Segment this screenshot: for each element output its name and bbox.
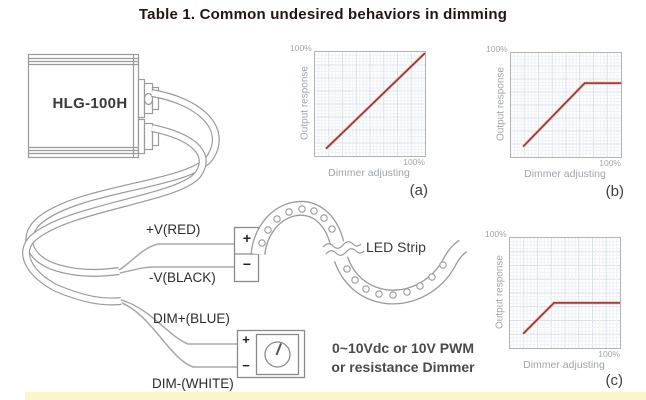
knob-pointer xyxy=(275,343,282,356)
chart-b-tag: (b) xyxy=(605,183,624,200)
chart-a-xmax: 100% xyxy=(403,157,425,167)
led-dots xyxy=(258,205,447,299)
terminal-minus-sign: − xyxy=(242,256,252,272)
chart-b-xmax: 100% xyxy=(599,158,621,168)
chart-b-plot-area xyxy=(510,52,622,158)
led-strip xyxy=(250,200,468,305)
chart-b-plot xyxy=(511,53,621,157)
chart-c: 100% Output response 100% Dimmer adjusti… xyxy=(481,226,639,398)
chart-c-ymax: 100% xyxy=(485,229,507,239)
bottom-accent-band xyxy=(25,392,646,400)
chart-b: 100% Output response 100% Dimmer adjusti… xyxy=(482,41,640,213)
chart-a-xlabel: Dimmer adjusting xyxy=(328,167,410,179)
chart-c-xlabel: Dimmer adjusting xyxy=(523,359,605,371)
wire-label-dim-minus: DIM-(WHITE) xyxy=(152,376,234,391)
chart-a-plot-area xyxy=(314,51,426,157)
wire-label-dim-plus: DIM+(BLUE) xyxy=(153,311,230,326)
chart-c-plot-area xyxy=(509,237,621,349)
dim-wires xyxy=(120,299,237,368)
chart-a: 100% Output response 100% Dimmer adjusti… xyxy=(286,40,444,212)
dimmer-box xyxy=(236,329,306,379)
chart-c-plot xyxy=(510,238,620,348)
led-strip-label: LED Strip xyxy=(366,239,426,255)
page-title: Table 1. Common undesired behaviors in d… xyxy=(138,6,508,23)
chart-b-xlabel: Dimmer adjusting xyxy=(524,168,606,180)
cable-gland-upper xyxy=(137,78,160,119)
chart-a-ymax: 100% xyxy=(290,43,312,53)
dim-cable xyxy=(22,124,207,306)
chart-c-xmax: 100% xyxy=(598,349,620,359)
chart-b-ylabel: Output response xyxy=(495,67,507,141)
dimmer-minus-sign: − xyxy=(242,358,250,373)
chart-b-ymax: 100% xyxy=(486,44,508,54)
output-wires xyxy=(118,243,234,274)
dimmer-note-line1: 0~10Vdc or 10V PWM xyxy=(331,340,474,356)
wire-label-v-plus: +V(RED) xyxy=(146,222,201,237)
chart-a-tag: (a) xyxy=(409,182,428,199)
dimmer-plus-sign: + xyxy=(242,332,250,347)
strip-break xyxy=(322,241,365,256)
chart-a-plot xyxy=(315,52,425,156)
chart-a-ylabel: Output response xyxy=(299,66,311,140)
output-cable xyxy=(25,89,220,277)
dimmer-note: 0~10Vdc or 10V PWM or resistance Dimmer xyxy=(324,339,482,377)
psu-device xyxy=(27,53,160,159)
terminal-plus-sign: + xyxy=(242,230,252,246)
chart-c-tag: (c) xyxy=(605,372,624,389)
cable-gland-lower xyxy=(137,118,160,155)
chart-c-ylabel: Output response xyxy=(494,255,506,329)
dimmer-note-line2: or resistance Dimmer xyxy=(331,359,475,375)
device-model-label: HLG-100H xyxy=(52,95,128,112)
wire-label-v-minus: -V(BLACK) xyxy=(149,270,216,285)
